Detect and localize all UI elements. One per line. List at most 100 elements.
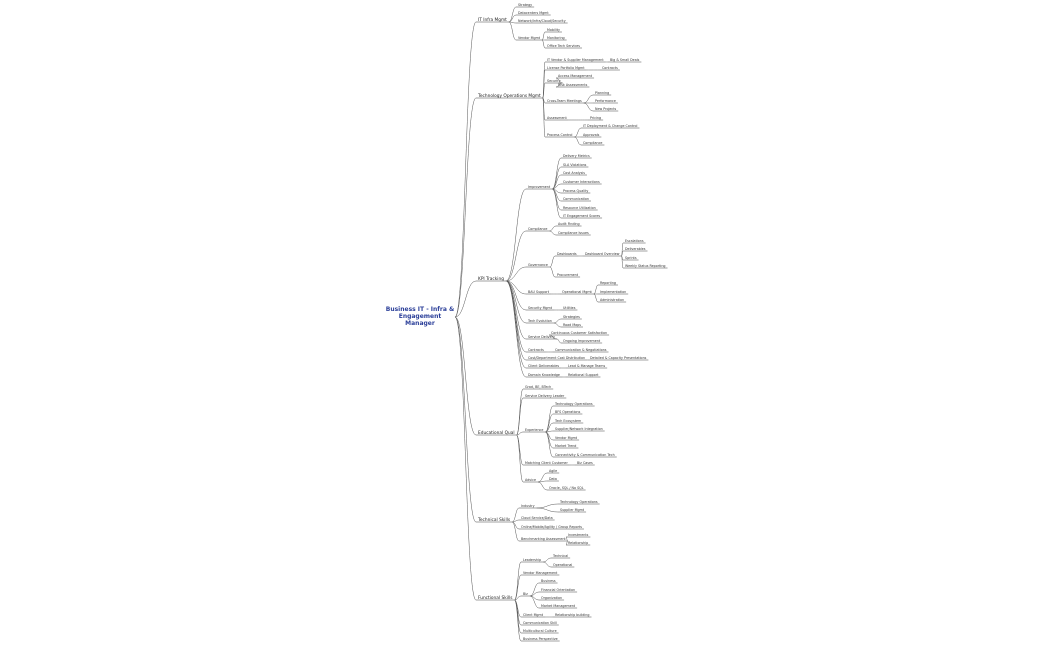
node-label-k31[interactable]: Contracts	[528, 348, 544, 352]
node-label-k15[interactable]: Sprints	[625, 256, 637, 260]
node-label-e10[interactable]: Connectivity & Communication Tech	[555, 453, 615, 457]
node-label-t8[interactable]: Relationship	[568, 541, 588, 545]
node-label-k19[interactable]: Operational Mgmt	[562, 290, 593, 294]
node-label-n16[interactable]: Cross-Team Meetings	[547, 99, 582, 103]
node-label-k3[interactable]: Cost Analysis	[563, 171, 585, 175]
node-label-tops[interactable]: Technology Operations Mgmt	[477, 93, 541, 99]
node-label-f9[interactable]: Market Management	[541, 604, 576, 608]
node-label-k29[interactable]: Continuous Customer Satisfaction	[551, 331, 607, 335]
node-label-f6[interactable]: Business	[541, 579, 556, 583]
node-label-e5[interactable]: BFS Operations	[555, 410, 581, 414]
node-label-n12[interactable]: Contracts	[602, 66, 618, 70]
node-label-n17[interactable]: Planning	[595, 91, 609, 95]
node-label-edu[interactable]: Educational Qual	[478, 430, 515, 436]
root-title-line-1[interactable]: Business IT - Infra &	[386, 306, 454, 313]
node-label-k36[interactable]: Lead & Manage Teams	[568, 364, 605, 368]
node-label-k34[interactable]: Detailed & Capacity Presentations	[590, 356, 647, 360]
node-label-n10[interactable]: Big & Small Deals	[610, 58, 640, 62]
node-label-k9[interactable]: Audit Finding	[558, 222, 580, 226]
node-label-k26[interactable]: Strategies	[563, 315, 580, 319]
node-label-k8[interactable]: IT Engagement Scores	[563, 214, 600, 218]
node-label-n21[interactable]: Pricing	[590, 116, 601, 120]
node-label-f10[interactable]: Client Mgmt	[523, 613, 544, 617]
node-label-impr[interactable]: Improvement	[528, 185, 551, 189]
node-label-k24[interactable]: Utilities	[563, 306, 576, 310]
node-label-ind[interactable]: Industry	[521, 504, 535, 508]
node-label-k16[interactable]: Weekly Status Reporting	[625, 264, 666, 268]
node-label-n15[interactable]: Risk Assessments	[558, 83, 588, 87]
node-label-e8[interactable]: Vendor Mgmt	[555, 436, 578, 440]
node-label-n22[interactable]: Process Control	[547, 133, 573, 137]
node-label-k21[interactable]: Implementation	[600, 290, 626, 294]
node-label-k14[interactable]: Deliverables	[625, 247, 646, 251]
node-label-f11[interactable]: Relationship building	[555, 613, 590, 617]
root-title-line-2[interactable]: Engagement	[399, 313, 442, 320]
node-label-f2[interactable]: Technical	[552, 554, 568, 558]
node-label-k30[interactable]: Ongoing Improvement	[563, 339, 601, 343]
node-label-n9[interactable]: IT Vendor & Supplier Management	[547, 58, 604, 62]
node-label-bench[interactable]: Benchmarking Assessment	[521, 537, 566, 541]
node-label-k27[interactable]: Road Maps	[563, 323, 581, 327]
node-label-f4[interactable]: Vendor Management	[523, 571, 558, 575]
node-label-e12[interactable]: Biz Cases	[577, 461, 593, 465]
node-label-fsk[interactable]: Functional Skills	[478, 595, 513, 601]
node-label-t3[interactable]: Supplier Mgmt	[560, 508, 585, 512]
node-label-n20[interactable]: Assessment	[547, 116, 567, 120]
node-label-exp[interactable]: Experience	[525, 428, 543, 432]
node-label-e7[interactable]: Supplier/Network Integration	[555, 427, 603, 431]
node-label-e4[interactable]: Technology Operations	[554, 402, 593, 406]
node-label-k10[interactable]: Compliance Issues	[558, 231, 589, 235]
node-label-n14[interactable]: Access Management	[558, 74, 593, 78]
node-label-k35[interactable]: Client Deliverables	[528, 364, 559, 368]
node-label-tsk[interactable]: Technical Skills	[477, 517, 511, 523]
node-label-n19[interactable]: New Projects	[595, 107, 617, 111]
node-label-k12[interactable]: Dashboard Overview	[585, 252, 620, 256]
node-label-n7[interactable]: Office Tech Services	[547, 44, 580, 48]
node-label-e13[interactable]: Advice	[525, 478, 536, 482]
node-label-k32[interactable]: Communication & Negotiations	[555, 348, 607, 352]
node-label-n13[interactable]: Security	[547, 79, 561, 83]
node-label-f3[interactable]: Operational	[553, 563, 572, 567]
node-label-k33[interactable]: Cost/Department Cost Distribution	[528, 356, 585, 360]
node-label-k1[interactable]: Delivery Metrics	[563, 154, 590, 158]
node-label-t7[interactable]: Investments	[568, 533, 589, 537]
node-label-f7[interactable]: Financial Orientation	[541, 588, 575, 592]
node-label-t5[interactable]: Online/Mobile/Agility / Group Reports	[521, 525, 582, 529]
node-label-k20[interactable]: Reporting	[600, 281, 616, 285]
node-label-n25[interactable]: Compliance	[583, 141, 602, 145]
node-label-e6[interactable]: Tech Ecosystem	[554, 419, 581, 423]
node-label-comp[interactable]: Compliance	[528, 227, 547, 231]
node-label-k23[interactable]: Security Mgmt	[528, 306, 553, 310]
node-label-n2[interactable]: Datacenters Mgmt	[518, 11, 549, 15]
node-label-f12[interactable]: Communication Skill	[523, 621, 557, 625]
node-label-gmet[interactable]: Dashboards	[557, 252, 577, 256]
node-label-n6[interactable]: Monitoring	[547, 36, 565, 40]
node-label-sdel[interactable]: Service Delivery	[528, 335, 555, 339]
node-label-f14[interactable]: Business Perspective	[523, 637, 558, 641]
node-label-k6[interactable]: Communication	[563, 197, 589, 201]
node-label-k2[interactable]: SLA Violations	[563, 163, 587, 167]
root-title-line-3[interactable]: Manager	[405, 320, 435, 327]
node-label-n23[interactable]: IT Deployment & Change Control	[583, 124, 638, 128]
node-label-t2[interactable]: Technology Operations	[559, 500, 598, 504]
node-label-lead[interactable]: Leadership	[523, 558, 541, 562]
node-label-biz[interactable]: Biz	[523, 592, 528, 596]
node-label-infra[interactable]: IT Infra Mgmt	[478, 17, 507, 23]
node-label-e16[interactable]: Oracle, SQL / No SQL	[549, 486, 584, 490]
node-label-n1[interactable]: Strategy	[518, 3, 532, 7]
node-label-e9[interactable]: Market Trend	[555, 444, 576, 448]
node-label-f8[interactable]: Organization	[541, 596, 562, 600]
node-label-n11[interactable]: License Portfolio Mgmt	[547, 66, 585, 70]
node-label-k5[interactable]: Process Quality	[563, 189, 588, 193]
node-label-e11[interactable]: Matching Client Customer	[525, 461, 568, 465]
node-label-n18[interactable]: Performance	[595, 99, 616, 103]
node-label-tech[interactable]: Tech Evolution	[527, 319, 552, 323]
node-label-kpi[interactable]: KPI Tracking	[478, 276, 504, 282]
node-label-e15[interactable]: Data	[549, 477, 557, 481]
node-label-k22[interactable]: Administration	[600, 298, 624, 302]
node-label-k13[interactable]: Escalations	[625, 239, 644, 243]
node-label-e1[interactable]: Grad, BE, BTech	[525, 385, 551, 389]
node-label-k38[interactable]: Relational Support	[568, 373, 599, 377]
node-label-n24[interactable]: Approvals	[583, 133, 600, 137]
node-label-t4[interactable]: Cloud Service/Data	[521, 516, 553, 520]
